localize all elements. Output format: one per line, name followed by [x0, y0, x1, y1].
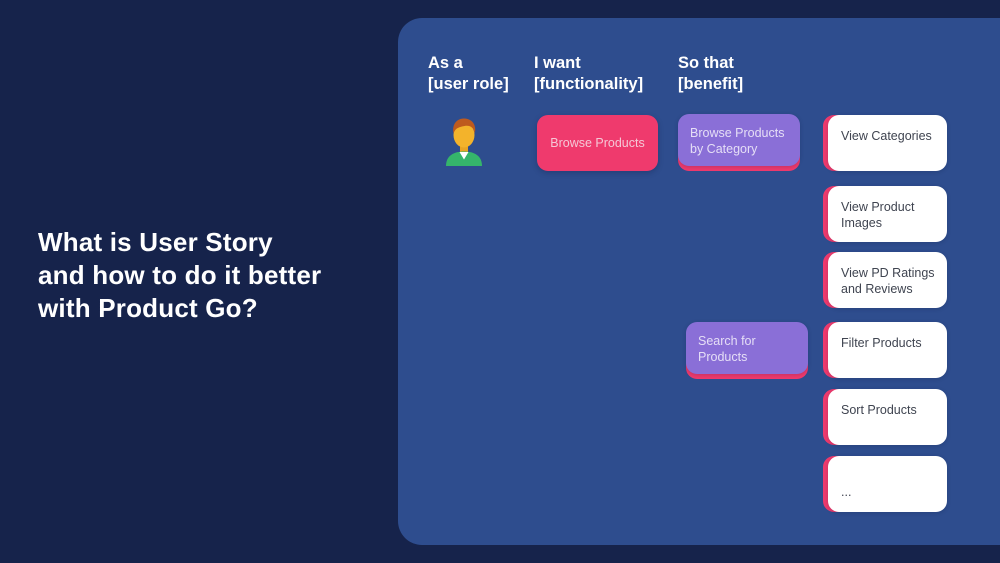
- detail-card-sort-products: Sort Products: [823, 389, 947, 445]
- detail-card-filter-products: Filter Products: [823, 322, 947, 378]
- detail-card-label: View PD Ratings and Reviews: [828, 252, 947, 308]
- detail-card-label: View Product Images: [828, 186, 947, 242]
- functionality-card: Browse Products: [537, 115, 658, 171]
- benefit-card-label: Search for Products: [686, 322, 808, 374]
- detail-card-label: Filter Products: [828, 322, 947, 378]
- column-header-benefit: So that [benefit]: [678, 54, 744, 93]
- functionality-card-label: Browse Products: [550, 136, 645, 150]
- detail-card-label: View Categories: [828, 115, 947, 171]
- column-header-user-role: As a [user role]: [428, 54, 509, 93]
- benefit-card-label: Browse Products by Category: [678, 114, 800, 166]
- detail-card-view-product-images: View Product Images: [823, 186, 947, 242]
- column-header-functionality: I want [functionality]: [534, 54, 644, 93]
- user-avatar-icon: [441, 116, 487, 166]
- page-title: What is User Story and how to do it bett…: [38, 227, 322, 323]
- benefit-card-browse-by-category: Browse Products by Category: [678, 114, 800, 171]
- detail-card-label: Sort Products: [828, 389, 947, 445]
- benefit-card-search-for-products: Search for Products: [686, 322, 808, 379]
- detail-card-label: ...: [828, 456, 947, 512]
- detail-card-view-categories: View Categories: [823, 115, 947, 171]
- detail-card-ellipsis: ...: [823, 456, 947, 512]
- detail-card-view-pd-ratings: View PD Ratings and Reviews: [823, 252, 947, 308]
